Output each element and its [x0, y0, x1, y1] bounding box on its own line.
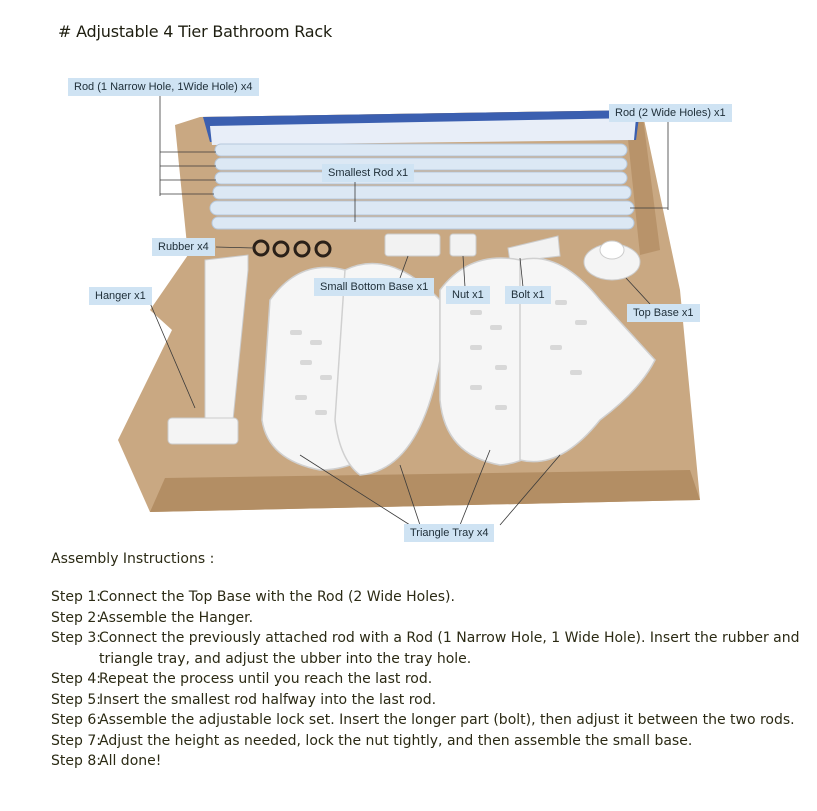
bolt-part	[507, 235, 561, 263]
nut-part	[449, 233, 477, 257]
triangle-trays	[261, 257, 656, 476]
callout-rod-two-wide: Rod (2 Wide Holes) x1	[609, 104, 732, 122]
step-2: Step 2: Assemble the Hanger.	[51, 608, 811, 629]
tray-slots	[290, 300, 587, 415]
page-title: # Adjustable 4 Tier Bathroom Rack	[58, 22, 333, 41]
step-text: Insert the smallest rod halfway into the…	[99, 691, 437, 708]
instructions-heading: Assembly Instructions :	[51, 551, 215, 567]
leader-lines	[149, 96, 669, 526]
step-text: All done!	[99, 753, 162, 769]
step-text: Connect the previously attached rod with…	[99, 630, 800, 667]
step-text: Assemble the adjustable lock set. Insert…	[99, 712, 795, 728]
step-label: Step 2:	[51, 609, 101, 626]
step-1: Step 1: Connect the Top Base with the Ro…	[51, 587, 811, 608]
callout-small-bottom-base: Small Bottom Base x1	[314, 278, 435, 296]
callout-smallest-rod: Smallest Rod x1	[322, 164, 415, 182]
step-label: Step 6:	[51, 712, 101, 728]
step-4: Step 4: Repeat the process until you rea…	[51, 669, 811, 690]
assembly-instructions: Assembly Instructions : Step 1: Connect …	[51, 551, 811, 772]
step-7: Step 7: Adjust the height as needed, loc…	[51, 731, 811, 752]
step-text: Connect the Top Base with the Rod (2 Wid…	[99, 589, 455, 605]
step-text: Assemble the Hanger.	[99, 609, 254, 626]
product-photo	[118, 96, 700, 526]
callout-nut: Nut x1	[446, 286, 490, 304]
callout-triangle-tray: Triangle Tray x4	[404, 524, 495, 542]
callout-top-base: Top Base x1	[627, 304, 700, 322]
step-text: Adjust the height as needed, lock the nu…	[99, 732, 693, 749]
callout-rod-narrow-wide: Rod (1 Narrow Hole, 1Wide Hole) x4	[68, 78, 259, 96]
step-label: Step 3:	[51, 630, 101, 646]
step-8: Step 8: All done!	[51, 751, 811, 772]
step-label: Step 8:	[51, 753, 101, 769]
step-6: Step 6: Assemble the adjustable lock set…	[51, 710, 811, 731]
step-text: Repeat the process until you reach the l…	[99, 671, 433, 687]
step-label: Step 4:	[51, 671, 101, 687]
step-3: Step 3: Connect the previously attached …	[51, 628, 811, 669]
small-bottom-base-part	[384, 233, 441, 257]
callout-bolt: Bolt x1	[505, 286, 551, 304]
callout-hanger: Hanger x1	[89, 287, 152, 305]
rods	[209, 143, 635, 230]
step-label: Step 1:	[51, 589, 101, 605]
step-label: Step 5:	[51, 691, 101, 708]
hanger-part	[167, 254, 249, 445]
callout-rubber: Rubber x4	[152, 238, 215, 256]
step-5: Step 5: Insert the smallest rod halfway …	[51, 690, 811, 711]
step-label: Step 7:	[51, 732, 101, 749]
